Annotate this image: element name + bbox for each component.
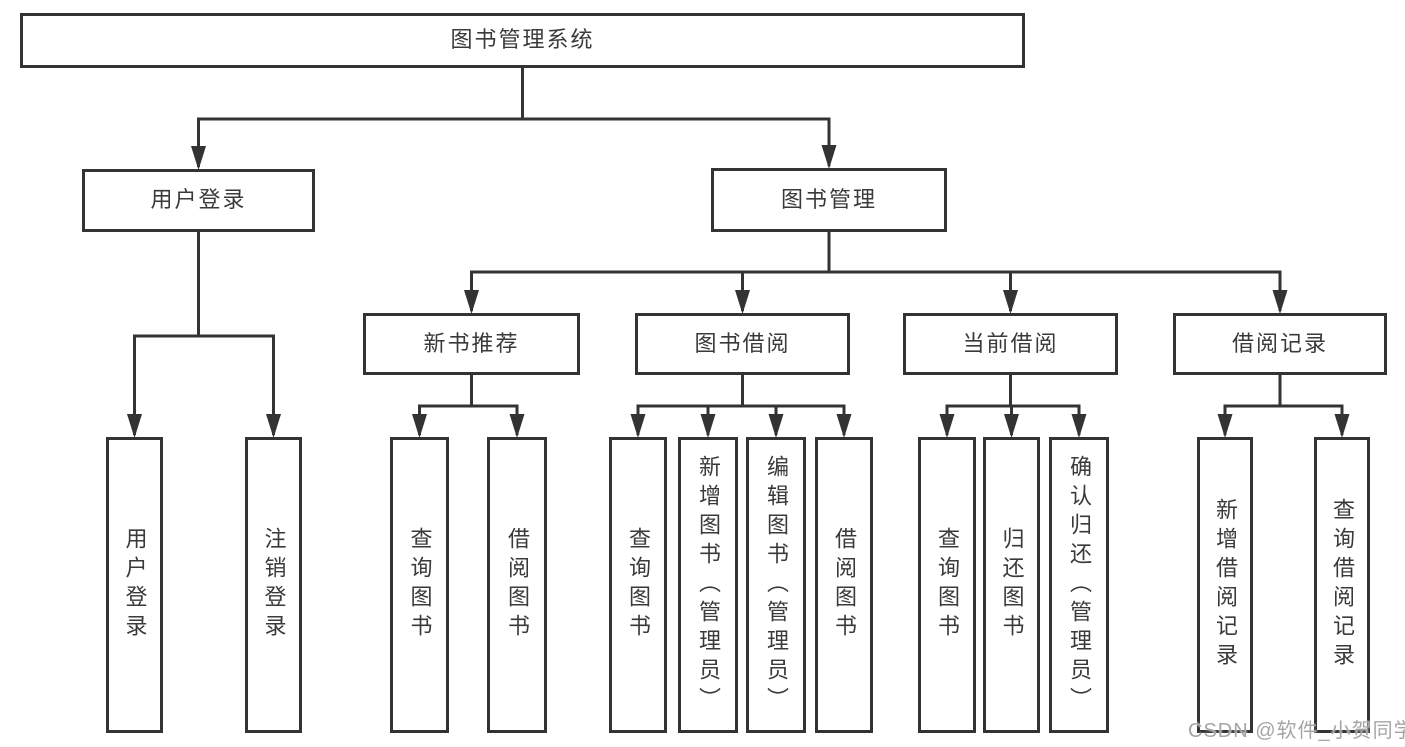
node-book-borrowing: 图书借阅 <box>635 313 850 375</box>
node-leaf-query-books-2: 查询图书 <box>609 437 667 733</box>
node-label-leaf-query-books-2: 查询图书 <box>626 527 651 643</box>
node-leaf-user-login: 用户登录 <box>106 437 163 733</box>
node-label-leaf-user-login: 用户登录 <box>122 527 148 643</box>
node-borrow-records: 借阅记录 <box>1173 313 1387 375</box>
node-label-leaf-confirm-return: 确认归还（管理员） <box>1067 454 1092 716</box>
node-label-book-management-group: 图书管理 <box>780 186 877 212</box>
node-book-management-group: 图书管理 <box>711 168 947 232</box>
node-leaf-return-books: 归还图书 <box>983 437 1040 733</box>
node-leaf-edit-books: 编辑图书（管理员） <box>746 437 806 733</box>
node-label-current-borrowing: 当前借阅 <box>962 330 1059 356</box>
node-label-leaf-query-borrow-record: 查询借阅记录 <box>1330 498 1355 672</box>
node-label-borrow-records: 借阅记录 <box>1231 330 1328 356</box>
node-new-book-recommend: 新书推荐 <box>363 313 580 375</box>
node-label-leaf-borrow-books-2: 借阅图书 <box>832 527 857 643</box>
node-label-leaf-edit-books: 编辑图书（管理员） <box>764 454 789 716</box>
node-label-user-login-group: 用户登录 <box>150 187 247 213</box>
node-current-borrowing: 当前借阅 <box>903 313 1118 375</box>
node-leaf-query-books-1: 查询图书 <box>390 437 449 733</box>
node-user-login-group: 用户登录 <box>82 169 315 232</box>
node-label-leaf-query-books-3: 查询图书 <box>935 527 960 643</box>
node-label-book-borrowing: 图书借阅 <box>694 330 791 356</box>
node-label-leaf-add-books: 新增图书（管理员） <box>696 454 721 716</box>
node-label-leaf-return-books: 归还图书 <box>999 527 1025 643</box>
node-root: 图书管理系统 <box>20 13 1025 68</box>
node-label-leaf-query-books-1: 查询图书 <box>407 527 433 643</box>
node-leaf-add-borrow-record: 新增借阅记录 <box>1197 437 1253 733</box>
node-leaf-confirm-return: 确认归还（管理员） <box>1049 437 1109 733</box>
node-label-leaf-add-borrow-record: 新增借阅记录 <box>1213 498 1238 672</box>
node-label-new-book-recommend: 新书推荐 <box>423 330 520 356</box>
node-label-leaf-borrow-books-1: 借阅图书 <box>505 527 530 643</box>
node-leaf-logout: 注销登录 <box>245 437 302 733</box>
watermark: CSDN @软件_小贺同学 <box>1188 720 1405 742</box>
node-label-leaf-logout: 注销登录 <box>261 527 287 643</box>
node-leaf-query-books-3: 查询图书 <box>918 437 976 733</box>
node-leaf-query-borrow-record: 查询借阅记录 <box>1314 437 1370 733</box>
node-leaf-add-books: 新增图书（管理员） <box>678 437 738 733</box>
node-leaf-borrow-books-2: 借阅图书 <box>815 437 873 733</box>
node-leaf-borrow-books-1: 借阅图书 <box>487 437 547 733</box>
node-label-root: 图书管理系统 <box>450 27 595 53</box>
